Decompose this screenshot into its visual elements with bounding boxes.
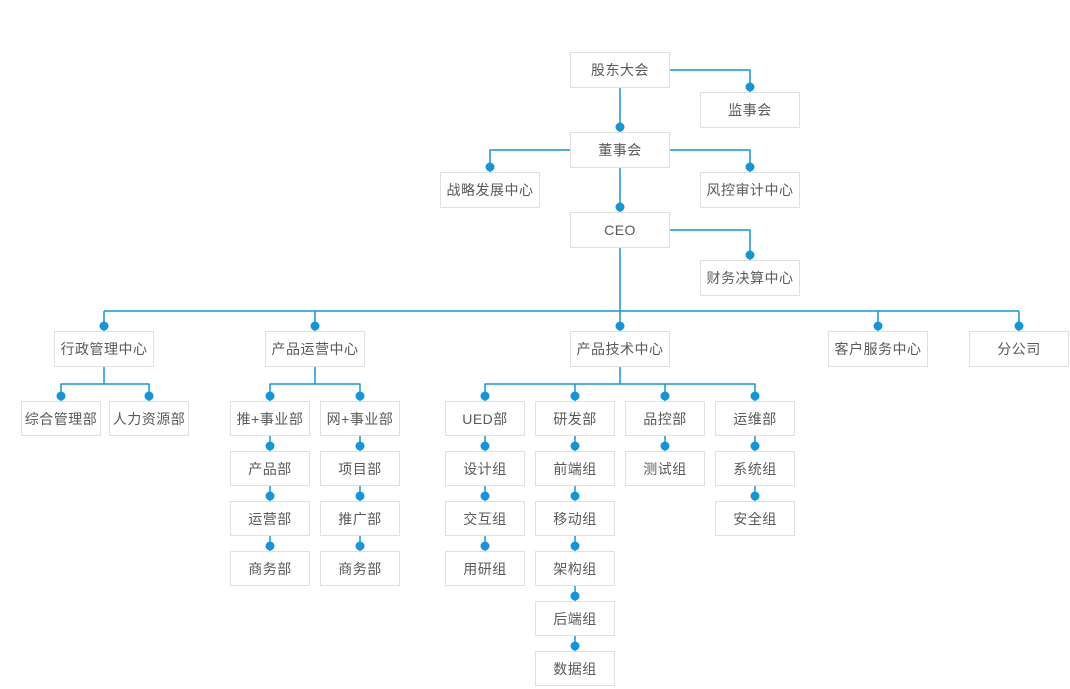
node-interaction-group: 交互组 [445, 501, 525, 536]
node-strategy-center: 战略发展中心 [440, 172, 540, 208]
node-project-dept: 项目部 [320, 451, 400, 486]
node-admin-center: 行政管理中心 [54, 331, 154, 367]
node-hr-dept: 人力资源部 [109, 401, 189, 436]
node-qc-dept: 品控部 [625, 401, 705, 436]
node-general-mgmt-dept: 综合管理部 [21, 401, 101, 436]
node-shareholders-meeting: 股东大会 [570, 52, 670, 88]
node-product-ops-center: 产品运营中心 [265, 331, 365, 367]
node-system-group: 系统组 [715, 451, 795, 486]
node-rd-dept: 研发部 [535, 401, 615, 436]
node-research-group: 用研组 [445, 551, 525, 586]
node-om-dept: 运维部 [715, 401, 795, 436]
node-frontend-group: 前端组 [535, 451, 615, 486]
node-data-group: 数据组 [535, 651, 615, 686]
node-business-dept-1: 商务部 [230, 551, 310, 586]
node-promotion-dept: 推广部 [320, 501, 400, 536]
node-wang-division: 网+事业部 [320, 401, 400, 436]
node-board-of-directors: 董事会 [570, 132, 670, 168]
connector-dots [56, 82, 1024, 651]
node-business-dept-2: 商务部 [320, 551, 400, 586]
node-security-group: 安全组 [715, 501, 795, 536]
node-risk-audit-center: 风控审计中心 [700, 172, 800, 208]
node-ued-dept: UED部 [445, 401, 525, 436]
node-test-group: 测试组 [625, 451, 705, 486]
node-product-tech-center: 产品技术中心 [570, 331, 670, 367]
node-backend-group: 后端组 [535, 601, 615, 636]
node-operation-dept: 运营部 [230, 501, 310, 536]
node-arch-group: 架构组 [535, 551, 615, 586]
node-design-group: 设计组 [445, 451, 525, 486]
node-mobile-group: 移动组 [535, 501, 615, 536]
node-product-dept: 产品部 [230, 451, 310, 486]
node-branch-company: 分公司 [969, 331, 1069, 367]
node-finance-center: 财务决算中心 [700, 260, 800, 296]
node-supervisory-board: 监事会 [700, 92, 800, 128]
node-tui-division: 推+事业部 [230, 401, 310, 436]
node-ceo: CEO [570, 212, 670, 248]
node-customer-service-center: 客户服务中心 [828, 331, 928, 367]
